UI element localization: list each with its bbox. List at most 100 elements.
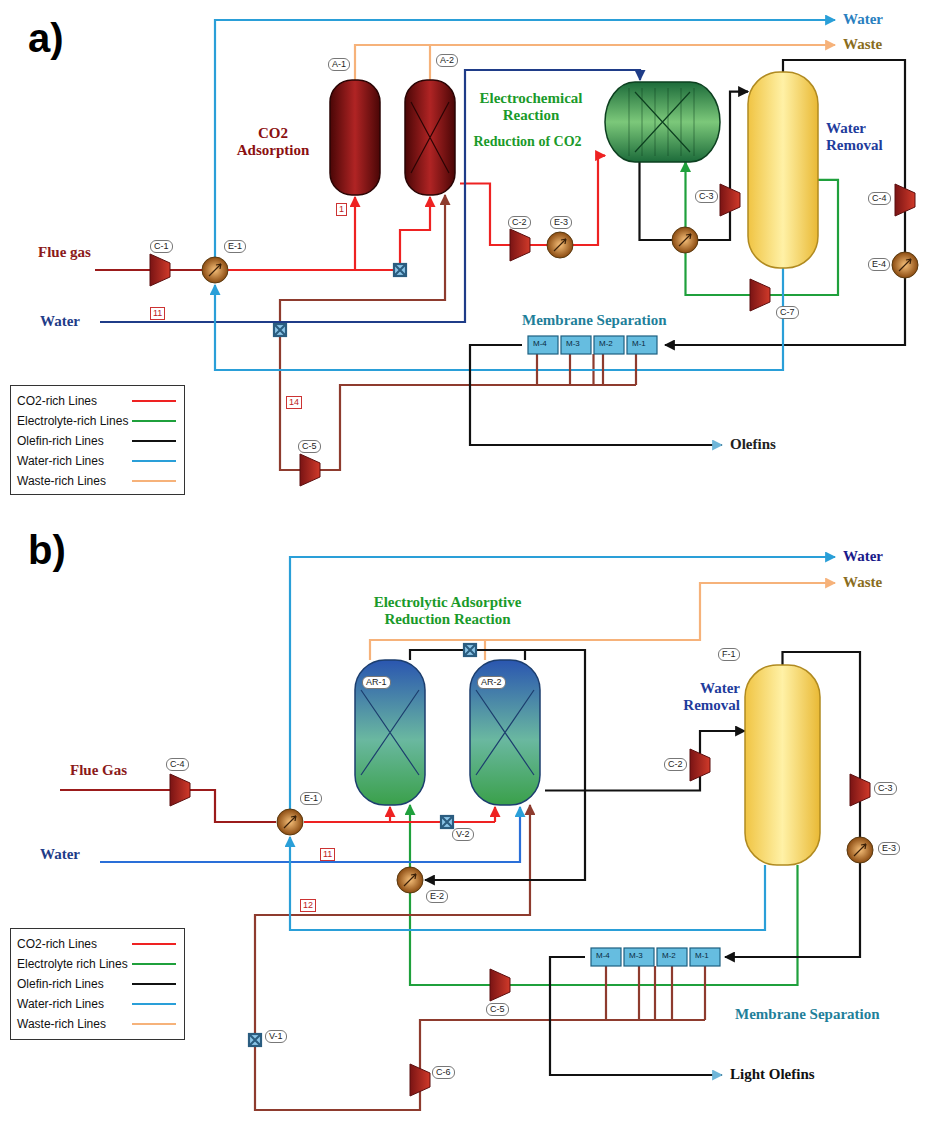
legend-text: Olefin-rich Lines <box>17 977 104 991</box>
shape-outline <box>745 665 820 865</box>
process-stream <box>280 195 594 470</box>
legend-line-sample <box>130 396 178 406</box>
equipment-tag: V-2 <box>452 828 474 841</box>
equipment-tag: C-2 <box>664 758 687 771</box>
legend-row: Water-rich Lines <box>17 451 178 471</box>
stream-label: Olefins <box>730 436 776 453</box>
stream-label: Flue gas <box>38 244 91 261</box>
module-tag: M-2 <box>662 951 676 961</box>
electrode-stripe <box>681 88 682 156</box>
compressor-symbol <box>750 279 770 311</box>
module-tag: M-1 <box>695 951 709 961</box>
legend-row: Electrolyte rich Lines <box>17 954 178 974</box>
legend-text: Water-rich Lines <box>17 454 104 468</box>
panel-letter: b) <box>28 530 66 570</box>
stream-label: Water <box>40 846 80 863</box>
unit-label: Electrochemical Reaction <box>472 90 590 125</box>
stream-number: 1 <box>336 203 347 216</box>
membrane-module <box>627 336 657 354</box>
packed-bed-mark <box>635 92 690 152</box>
compressor-symbol <box>510 229 530 261</box>
electrochemical-reactor: Electrochemical ReactionReduction of CO2 <box>605 82 720 162</box>
vessel-body <box>330 80 380 195</box>
equipment-tag: A-1 <box>328 58 350 71</box>
co2-line <box>400 197 430 270</box>
shape-outline <box>325 80 460 195</box>
unit-label: Reduction of CO2 <box>465 134 590 150</box>
water-removal-vessel: Water Removal <box>745 665 820 865</box>
water-removal-vessel: Water Removal <box>748 72 818 268</box>
water-line <box>100 807 520 862</box>
legend-row: Olefin-rich Lines <box>17 431 178 451</box>
membrane-module <box>594 336 624 354</box>
stream-label: Flue Gas <box>70 762 127 779</box>
legend-line-sample <box>130 1019 178 1029</box>
packed-bed-mark <box>476 690 534 775</box>
legend-row: Olefin-rich Lines <box>17 974 178 994</box>
waste-line <box>355 45 835 80</box>
legend-line-sample <box>130 416 178 426</box>
compressor-symbol <box>490 969 510 1001</box>
legend-row: Waste-rich Lines <box>17 471 178 491</box>
legend-row: Waste-rich Lines <box>17 1014 178 1034</box>
heat-exchanger-symbol <box>672 227 698 253</box>
flash-drum-body <box>748 72 818 268</box>
electrode-stripe <box>629 88 630 156</box>
legend-line-sample <box>130 436 178 446</box>
water-line <box>215 20 835 257</box>
process-stream <box>725 652 860 957</box>
equipment-tag: C-1 <box>150 240 173 253</box>
membrane-module <box>690 948 720 966</box>
module-tag: M-1 <box>632 339 646 349</box>
water-line <box>100 70 640 322</box>
vessel-body <box>470 660 540 805</box>
unit-label: Membrane Separation <box>522 312 667 329</box>
packed-bed-mark <box>361 690 419 775</box>
equipment-tag: C-3 <box>874 782 897 795</box>
olefin-line <box>470 345 722 445</box>
legend-box: CO2-rich LinesElectrolyte-rich LinesOlef… <box>10 385 185 495</box>
stream-label: Water <box>843 11 883 28</box>
stream-label: Light Olefins <box>730 1066 815 1083</box>
water-line <box>290 837 765 930</box>
equipment-tag: AR-1 <box>362 676 391 689</box>
heat-exchanger-symbol <box>202 257 228 283</box>
legend-line-sample <box>130 979 178 989</box>
compressor-symbol <box>410 1064 430 1096</box>
equipment-tag: E-4 <box>868 258 890 271</box>
stream-label: Waste <box>843 36 882 53</box>
equipment-tag: A-2 <box>436 54 458 67</box>
legend-text: Water-rich Lines <box>17 997 104 1011</box>
vessel-body <box>405 80 455 195</box>
reactor-body <box>605 82 720 162</box>
equipment-tag: F-1 <box>718 648 740 661</box>
unit-label: Membrane Separation <box>735 1006 880 1023</box>
co2-line <box>304 807 495 822</box>
heat-exchanger-symbol <box>547 232 573 258</box>
recycle-line <box>606 966 705 1020</box>
co2-line <box>494 807 496 822</box>
module-tag: M-3 <box>629 951 643 961</box>
equipment-tag: E-1 <box>224 240 246 253</box>
waste-line <box>429 45 431 80</box>
valve-symbol <box>464 644 476 656</box>
packed-bed-mark <box>411 102 449 173</box>
equipment-tag: C-4 <box>166 758 189 771</box>
flue-gas-line <box>95 269 202 271</box>
stream-number: 11 <box>150 307 165 320</box>
stream-label: Water <box>843 548 883 565</box>
equipment-tag: E-3 <box>878 842 900 855</box>
olefin-line <box>524 650 526 660</box>
flue-gas-line <box>60 790 276 822</box>
legend-line-sample <box>130 939 178 949</box>
heat-exchanger-symbol <box>397 867 423 893</box>
stream-number: 11 <box>320 848 335 861</box>
equipment-tag: C-5 <box>298 440 321 453</box>
compressor-symbol <box>150 254 170 286</box>
module-tag: M-2 <box>599 339 613 349</box>
electrode-stripe <box>694 88 695 156</box>
valve-symbol <box>394 264 406 276</box>
stream-label: Water <box>40 313 80 330</box>
legend-row: Electrolyte-rich Lines <box>17 411 178 431</box>
co2-line <box>228 197 400 270</box>
